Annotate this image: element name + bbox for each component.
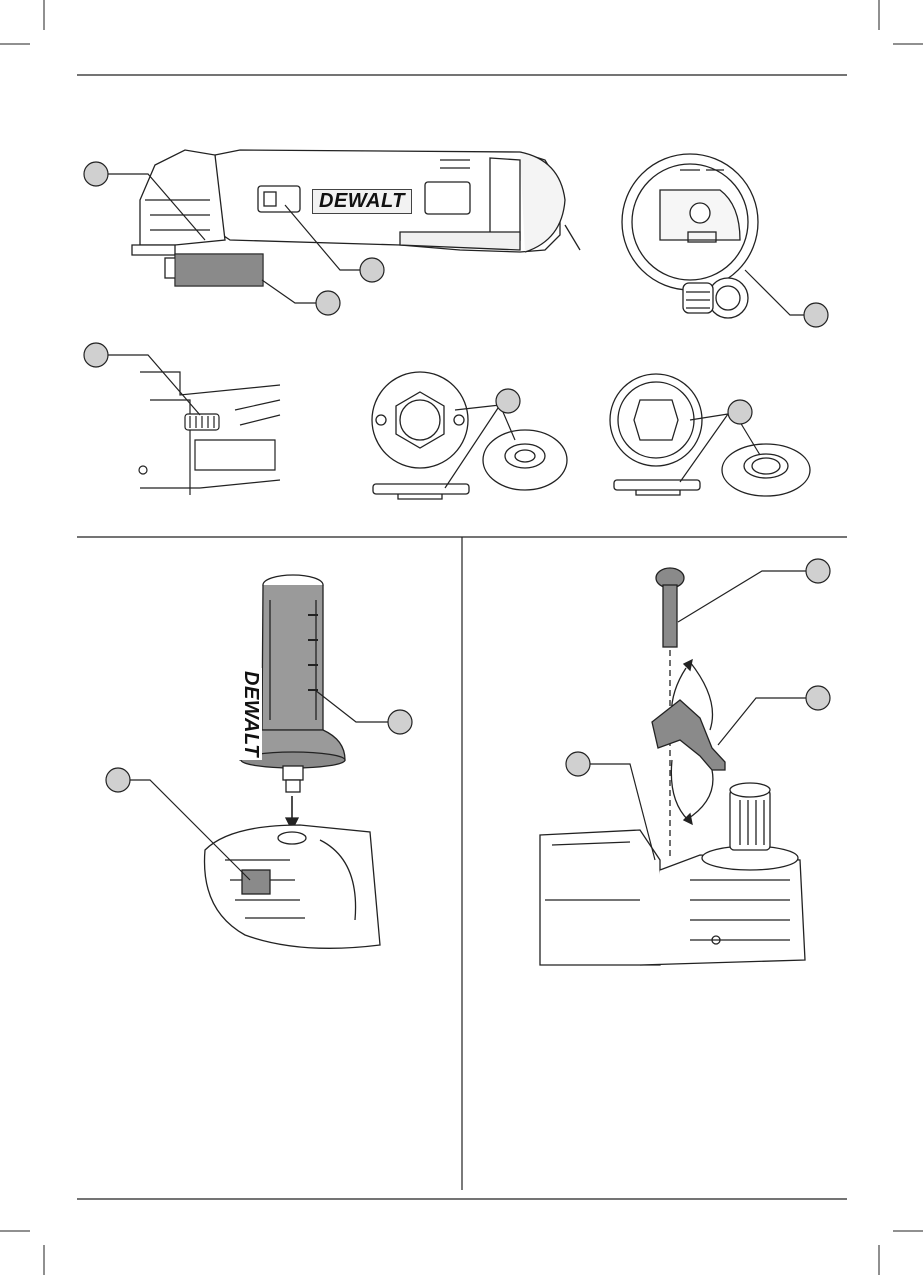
spindle-lock-detail [139,365,280,495]
guard-rear-callouts [745,270,828,327]
spindle-lock-callouts [84,343,200,415]
dewalt-logo-main: DEWALT [312,189,412,214]
guard-rear-view [622,154,758,318]
side-handle-install [205,575,381,948]
flange-set-b [610,374,810,496]
flange-set-a [372,372,567,499]
grinder-wheel-marker [175,254,263,286]
dewalt-logo-handle: DEWALT [239,668,262,760]
guard-lever-callouts [566,559,830,860]
